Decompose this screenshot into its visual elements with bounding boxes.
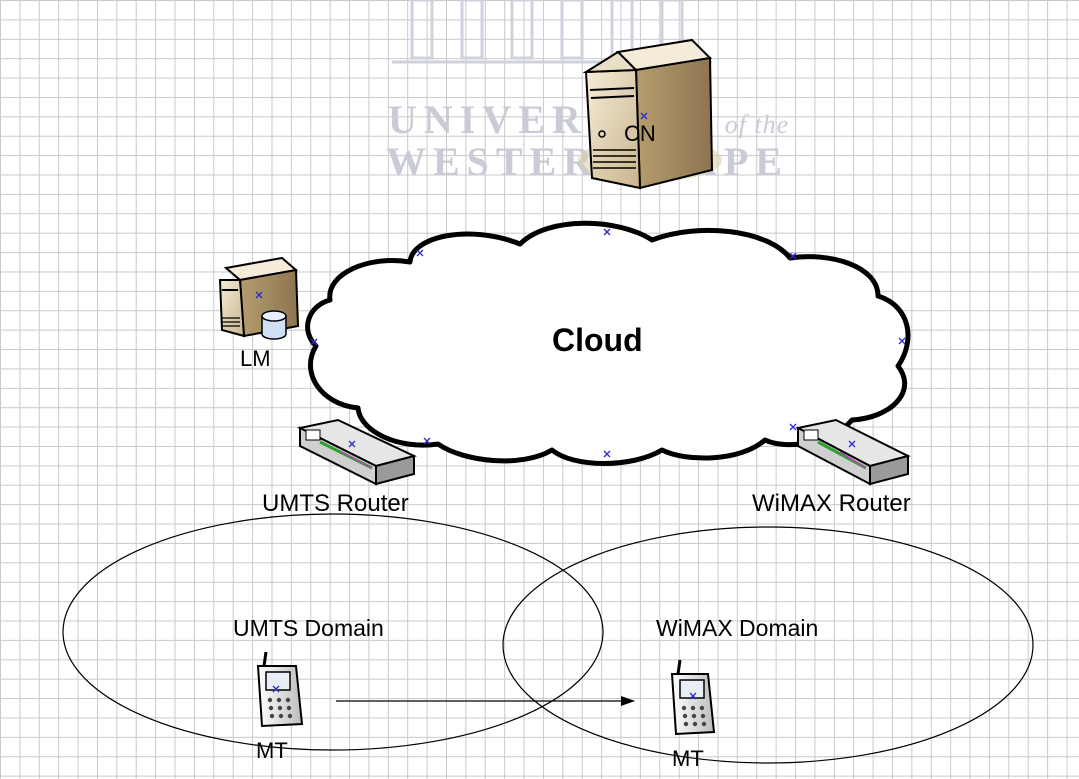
cn-server-icon [578,38,722,190]
wimax-router-label: WiMAX Router [752,490,911,517]
watermark-of-the: of the [724,110,790,139]
connection-point [789,423,797,431]
connection-point [898,337,906,345]
connection-point [423,437,431,445]
connection-point [640,112,648,120]
connection-point [348,440,356,448]
connection-point [603,228,611,236]
wimax-router-icon [795,418,911,486]
lm-label: LM [240,346,271,371]
lm-database-server-icon [218,256,300,340]
connection-point [789,252,797,260]
connection-point [255,291,263,299]
wimax-domain-ellipse [502,526,1034,764]
mobile-phone-icon-left [256,651,304,728]
connection-point [416,249,424,257]
connection-point [689,692,697,700]
mt-left-label: MT [256,738,288,763]
umts-domain-label: UMTS Domain [233,615,384,641]
umts-domain-ellipse [62,513,604,751]
mt-right-label: MT [672,746,704,771]
umts-router-label: UMTS Router [262,490,409,517]
cloud-label: Cloud [552,322,643,358]
connection-point-markers [255,112,906,700]
cloud-shape [305,220,911,466]
connection-point [848,440,856,448]
wimax-domain-label: WiMAX Domain [656,615,819,641]
cn-label: CN [624,121,656,146]
connection-point [310,338,318,346]
umts-router-icon [296,418,417,486]
connection-point [603,450,611,458]
connection-point [272,685,280,693]
mobile-phone-icon-right [670,659,716,736]
